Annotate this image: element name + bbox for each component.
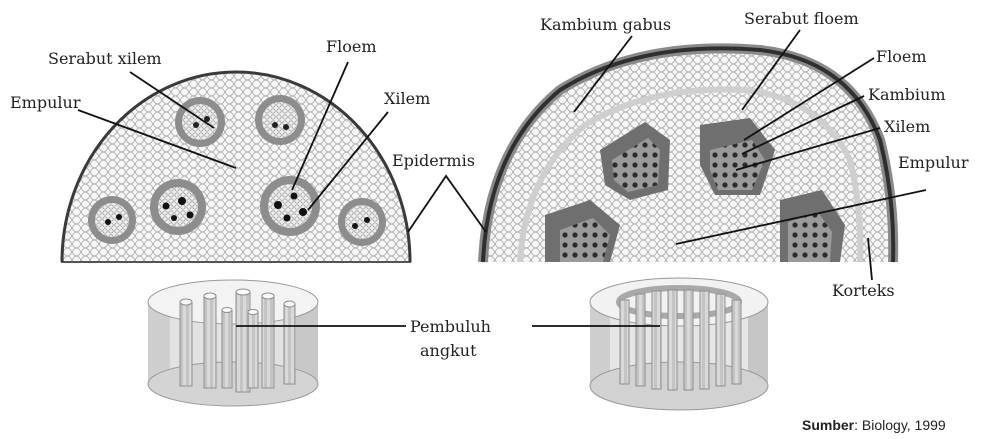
vascular-bundle-1 [175, 97, 225, 147]
vascular-bundle-3 [150, 179, 206, 235]
label-serabut-floem: Serabut floem [744, 9, 859, 28]
vascular-bundle-6 [338, 198, 386, 246]
label-empulur-left: Empulur [10, 93, 81, 112]
label-kambium: Kambium [868, 85, 946, 104]
label-xilem-right: Xilem [884, 117, 930, 136]
label-pembuluh-line2: angkut [420, 341, 477, 360]
leader-epidermis [408, 176, 486, 232]
source-prefix: Sumber [802, 417, 855, 433]
label-serabut-xilem: Serabut xilem [48, 49, 162, 68]
dicot-stem-section [483, 48, 893, 262]
source-text: : Biology, 1999 [854, 417, 946, 433]
monocot-stem-section [62, 72, 410, 262]
dicot-vascular-cylinder [590, 278, 768, 410]
label-kambium-gabus: Kambium gabus [540, 15, 671, 34]
vascular-bundle-2 [255, 95, 305, 145]
label-pembuluh-line1: Pembuluh [410, 317, 491, 336]
label-korteks: Korteks [832, 281, 895, 300]
label-epidermis: Epidermis [392, 151, 475, 170]
label-empulur-right: Empulur [898, 153, 969, 172]
vascular-bundle-4 [88, 196, 136, 244]
monocot-vascular-cylinder [148, 280, 318, 406]
label-xilem-left: Xilem [384, 89, 430, 108]
label-floem-left: Floem [326, 37, 377, 56]
source-credit: Sumber: Biology, 1999 [802, 417, 946, 433]
label-floem-right: Floem [876, 47, 927, 66]
